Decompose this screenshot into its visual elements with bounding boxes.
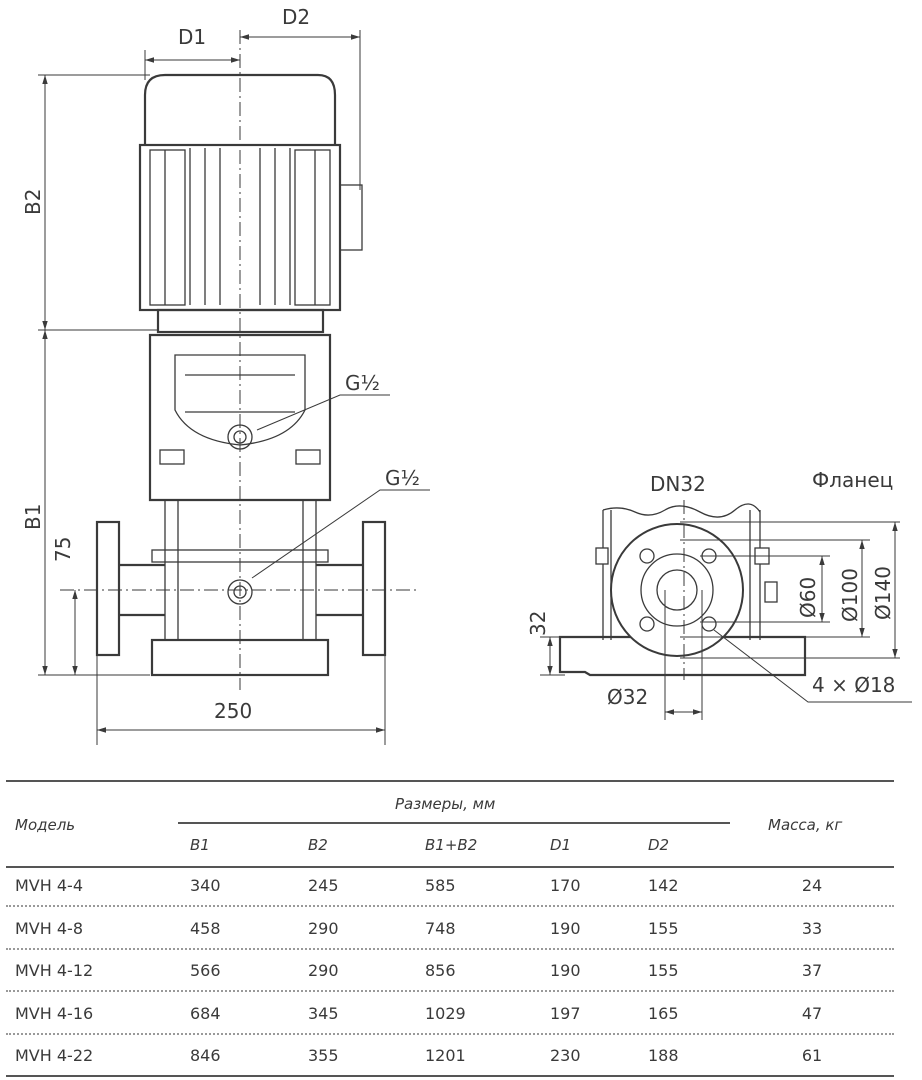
table-cell-d1: 197	[550, 1003, 581, 1023]
table-cell-d2: 188	[648, 1046, 679, 1065]
terminal-box	[339, 184, 363, 251]
outlet-flange	[361, 520, 387, 657]
lantern	[148, 333, 332, 502]
header-b1b2: B1+B2	[425, 836, 478, 854]
label-32: 32	[526, 611, 550, 636]
label-b1: B1	[21, 504, 45, 530]
header-model: Модель	[15, 816, 76, 834]
row-divider	[6, 990, 894, 992]
table-cell-d2: 155	[648, 918, 679, 938]
label-d100: Ø100	[838, 568, 862, 622]
table-cell-mass: 33	[801, 918, 823, 938]
header-mass: Масса, кг	[768, 816, 843, 834]
table-cell-d1: 190	[550, 918, 581, 938]
label-75: 75	[51, 537, 75, 562]
table-cell-b1: 566	[190, 961, 221, 980]
inlet-flange	[95, 520, 121, 657]
header-d1: D1	[550, 836, 572, 854]
table-cell-b1: 684	[190, 1003, 221, 1023]
label-d32: Ø32	[607, 685, 648, 709]
table-cell-sum: 1201	[425, 1046, 466, 1065]
table-cell-model: MVH 4-22	[15, 1046, 94, 1065]
motor-cover	[143, 73, 337, 145]
header-b1: B1	[190, 836, 210, 854]
table-cell-model: MVH 4-8	[15, 918, 83, 938]
motor-fins	[149, 148, 331, 306]
table-cell-mass: 37	[801, 961, 823, 980]
header-d2: D2	[648, 836, 670, 854]
table-cell-model: MVH 4-16	[15, 1003, 94, 1023]
table-cell-d1: 170	[550, 876, 581, 895]
table-cell-b1: 846	[190, 1046, 221, 1065]
label-g-upper: G½	[345, 371, 380, 395]
table-cell-b2: 290	[308, 918, 339, 938]
table-cell-sum: 585	[425, 876, 456, 895]
pump-front-view	[60, 30, 420, 690]
pump-drawing: D1 D2 B2 B1 75 250 G½ G½	[21, 5, 912, 745]
label-dn32: DN32	[650, 472, 706, 496]
label-holes: 4 × Ø18	[812, 673, 895, 697]
flange-view: Ø60 Ø100 Ø140 DN32 Фланец 32 Ø32 4 × Ø18	[526, 468, 912, 720]
label-d140: Ø140	[871, 566, 895, 620]
header-dimensions: Размеры, мм	[395, 795, 496, 813]
front-dimensions: D1 D2 B2 B1 75 250 G½ G½	[21, 5, 430, 745]
label-d60: Ø60	[796, 577, 820, 618]
label-250: 250	[214, 699, 252, 723]
pump-chamber	[151, 500, 329, 640]
table-cell-mass: 24	[801, 876, 823, 895]
table-cell-d2: 155	[648, 961, 679, 980]
table-cell-sum: 748	[425, 918, 456, 938]
table-cell-d2: 142	[648, 876, 679, 895]
label-b2: B2	[21, 189, 45, 215]
label-flange: Фланец	[812, 468, 893, 492]
header-b2: B2	[308, 836, 328, 854]
table-cell-b2: 345	[308, 1003, 339, 1023]
row-divider	[6, 947, 894, 950]
table-cell-b1: 340	[190, 876, 221, 895]
table-cell-b2: 290	[308, 961, 339, 980]
row-divider	[6, 1075, 894, 1077]
row-divider	[6, 905, 894, 907]
table-cell-d2: 165	[648, 1003, 679, 1023]
table-cell-mass: 61	[801, 1046, 823, 1065]
table-cell-sum: 856	[425, 961, 456, 980]
table-cell-b2: 355	[308, 1046, 339, 1065]
table-cell-b2: 245	[308, 876, 339, 895]
table-cell-sum: 1029	[425, 1003, 466, 1023]
table-cell-d1: 230	[550, 1046, 581, 1065]
table-cell-d1: 190	[550, 961, 581, 980]
label-g-lower: G½	[385, 466, 420, 490]
table-cell-mass: 47	[801, 1003, 823, 1023]
motor-flange	[156, 308, 325, 334]
table-cell-model: MVH 4-4	[15, 876, 83, 895]
table-cell-b1: 458	[190, 918, 221, 938]
row-divider	[6, 1032, 894, 1035]
label-d1: D1	[178, 25, 206, 49]
table-cell-model: MVH 4-12	[15, 961, 94, 980]
label-d2: D2	[282, 5, 310, 29]
